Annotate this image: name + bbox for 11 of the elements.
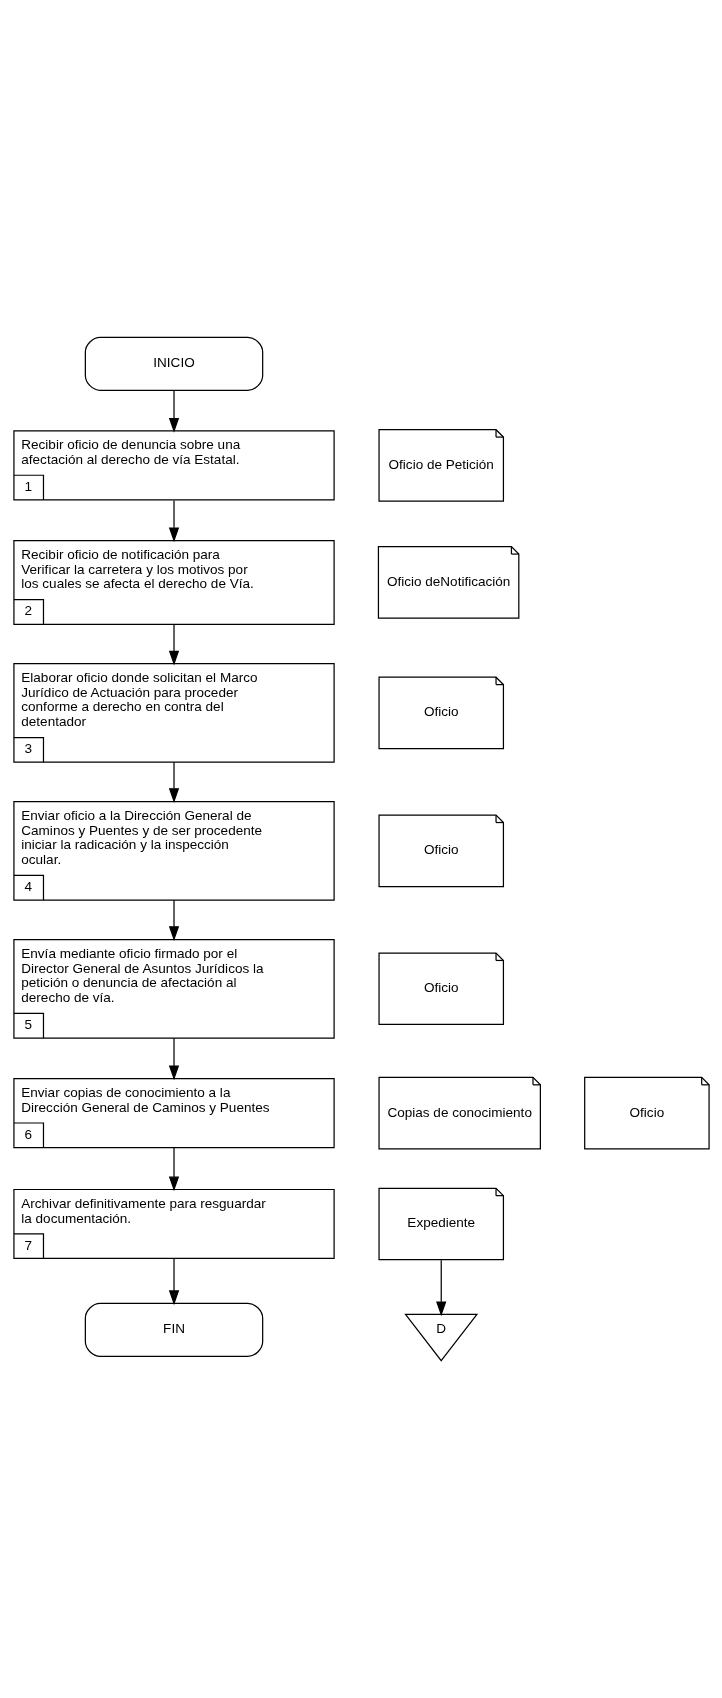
arrow [168,899,179,941]
arrow [168,623,179,666]
node-box: INICIO [84,336,263,391]
arrow [168,761,179,804]
arrow [168,499,179,543]
arrow [168,389,179,433]
node-box: FIN [84,1302,263,1357]
arrow [435,1259,446,1317]
arrow [168,1257,179,1306]
arrow [168,1037,179,1081]
arrow [168,1147,179,1192]
